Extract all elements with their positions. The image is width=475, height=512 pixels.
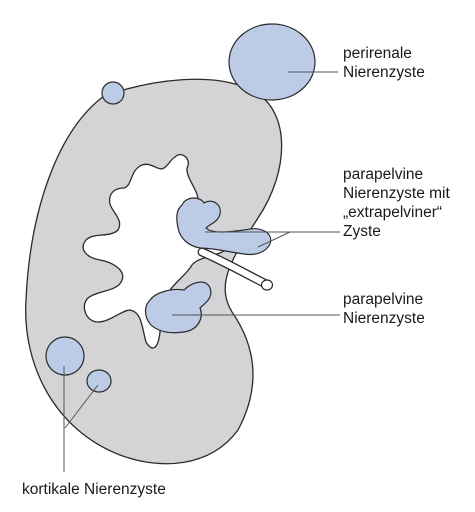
label-line: parapelvine (343, 291, 424, 308)
label-line: Nierenzyste mit (343, 185, 450, 202)
label-line: Nierenzyste (343, 310, 425, 327)
label-perirenal-cyst: perirenale Nierenzyste (343, 44, 425, 82)
leader-line-parapelvine-extra-2 (257, 231, 291, 248)
label-line: parapelvine (343, 166, 424, 183)
label-line: Zyste (343, 223, 381, 240)
label-line: Nierenzyste (343, 64, 425, 81)
perirenal-cyst-small (101, 81, 125, 105)
label-parapelvine-cyst: parapelvine Nierenzyste (343, 290, 425, 328)
label-line: „extrapelviner“ (343, 204, 443, 221)
label-cortical-cyst: kortikale Nierenzyste (22, 480, 166, 499)
parapelvine-cyst (144, 281, 212, 334)
label-line: perirenale (343, 45, 412, 62)
cortical-cyst-large (45, 336, 85, 376)
parapelvine-cyst-extrapelvine (176, 197, 272, 256)
leader-line-kortikal-2 (64, 384, 99, 429)
label-line: kortikale Nierenzyste (22, 481, 166, 498)
cortical-cyst-small (86, 369, 112, 393)
label-parapelvine-extrapelvine-cyst: parapelvine Nierenzyste mit „extrapelvin… (343, 165, 450, 241)
ureter-opening (260, 279, 274, 291)
perirenal-cyst-large (228, 23, 316, 101)
